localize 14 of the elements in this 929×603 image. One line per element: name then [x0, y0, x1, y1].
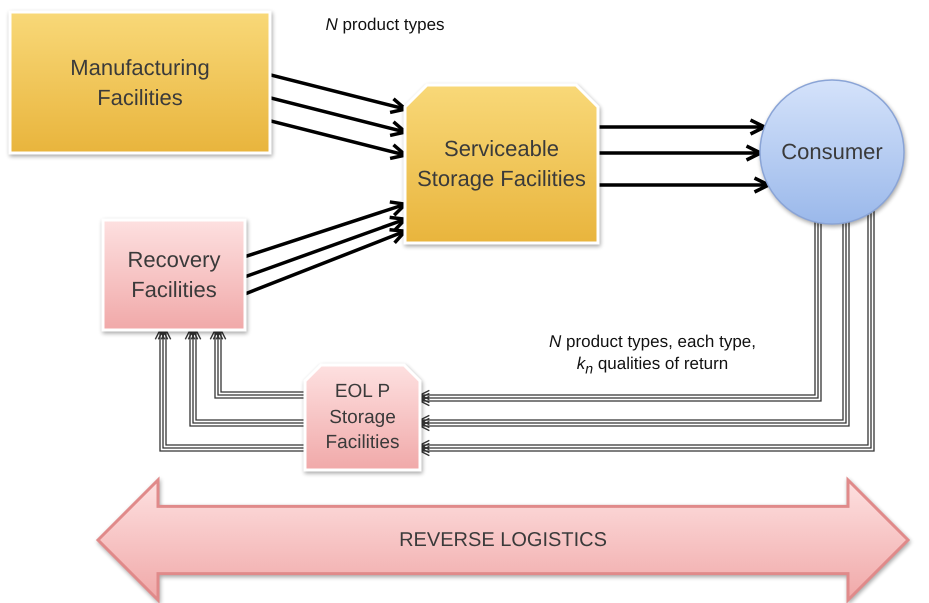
storage-box	[305, 365, 420, 470]
node-label: Recovery Facilities	[126, 246, 222, 304]
storage-box	[405, 85, 598, 243]
arrow	[598, 118, 766, 136]
node-label: Manufacturing Facilities	[69, 54, 211, 112]
annotation-text: N product types	[324, 14, 446, 36]
process-box	[103, 220, 245, 330]
process-box	[10, 12, 270, 153]
annotation-text: N product types, each type, k$_{n}$ qualities of return	[548, 331, 757, 379]
consumer-circle	[760, 80, 904, 224]
node-label: Serviceable Storage Facilities	[416, 135, 587, 193]
arrow	[598, 176, 770, 194]
node-label: Consumer	[781, 138, 883, 166]
node-label: EOL P Storage Facilities	[324, 380, 400, 456]
